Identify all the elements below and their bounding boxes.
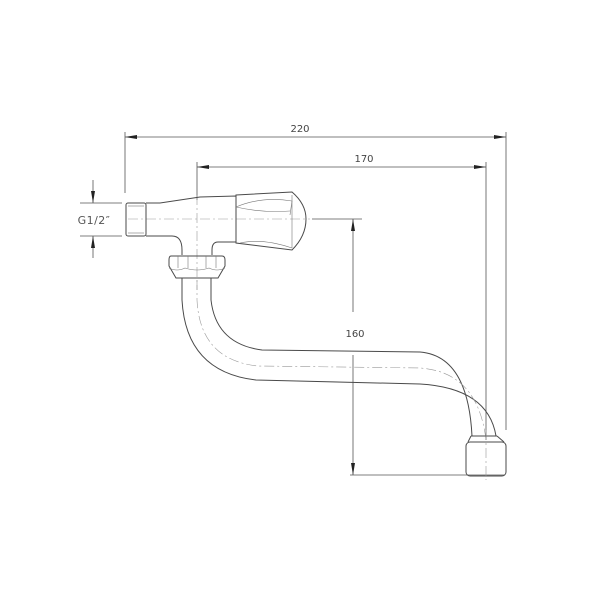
dimension-label-220: 220: [290, 124, 309, 135]
dimension-label-160: 160: [345, 329, 364, 340]
faucet-handle: [235, 191, 307, 251]
dimension-spout-reach: 170: [196, 154, 487, 440]
dimension-thread-size: G1/2″: [78, 180, 122, 258]
swivel-nut: [168, 255, 226, 279]
dimension-overall-length: 220: [124, 124, 507, 430]
faucet-body: [125, 195, 237, 255]
threaded-inlet: [125, 202, 147, 237]
spout-aerator: [465, 430, 507, 480]
spout: [181, 278, 497, 441]
thread-size-label: G1/2″: [78, 214, 111, 227]
center-lines: [128, 195, 310, 290]
dimension-spout-height: 160: [312, 218, 505, 476]
dimension-label-170: 170: [354, 154, 373, 165]
